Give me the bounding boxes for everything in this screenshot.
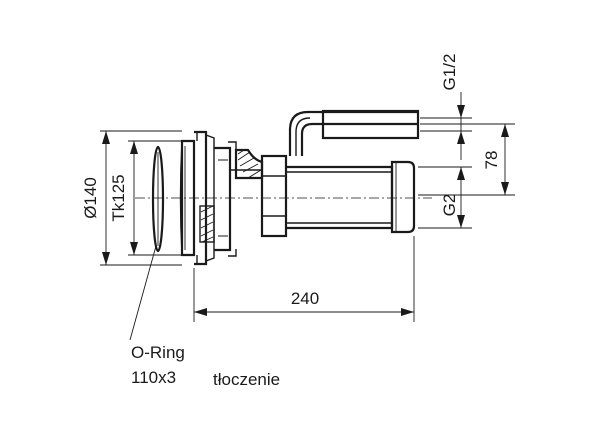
oring-label-line1: O-Ring	[131, 343, 185, 362]
flange	[179, 130, 237, 266]
dim-thread-large	[418, 166, 472, 229]
insert	[199, 205, 215, 243]
dim-length	[193, 236, 415, 322]
embossing-label: tłoczenie	[213, 370, 280, 389]
neck	[230, 148, 264, 180]
thread-small-label: G1/2	[440, 54, 459, 91]
pitch-circle-label: Tk125	[109, 174, 128, 221]
outer-diameter-label: Ø140	[81, 177, 100, 219]
offset-label: 78	[482, 151, 501, 170]
oring-leader	[129, 245, 157, 341]
thread-large-label: G2	[440, 194, 459, 217]
o-ring	[151, 145, 165, 253]
dim-pitch-circle	[128, 140, 182, 256]
dim-thread-small	[420, 92, 472, 160]
coupling-nut	[260, 154, 288, 238]
oring-label-line2: 110x3	[131, 368, 176, 387]
main-pipe	[286, 160, 416, 234]
dim-offset	[418, 123, 515, 196]
small-pipe	[288, 109, 420, 156]
length-label: 240	[291, 289, 319, 308]
dim-outer-diameter	[100, 130, 182, 266]
